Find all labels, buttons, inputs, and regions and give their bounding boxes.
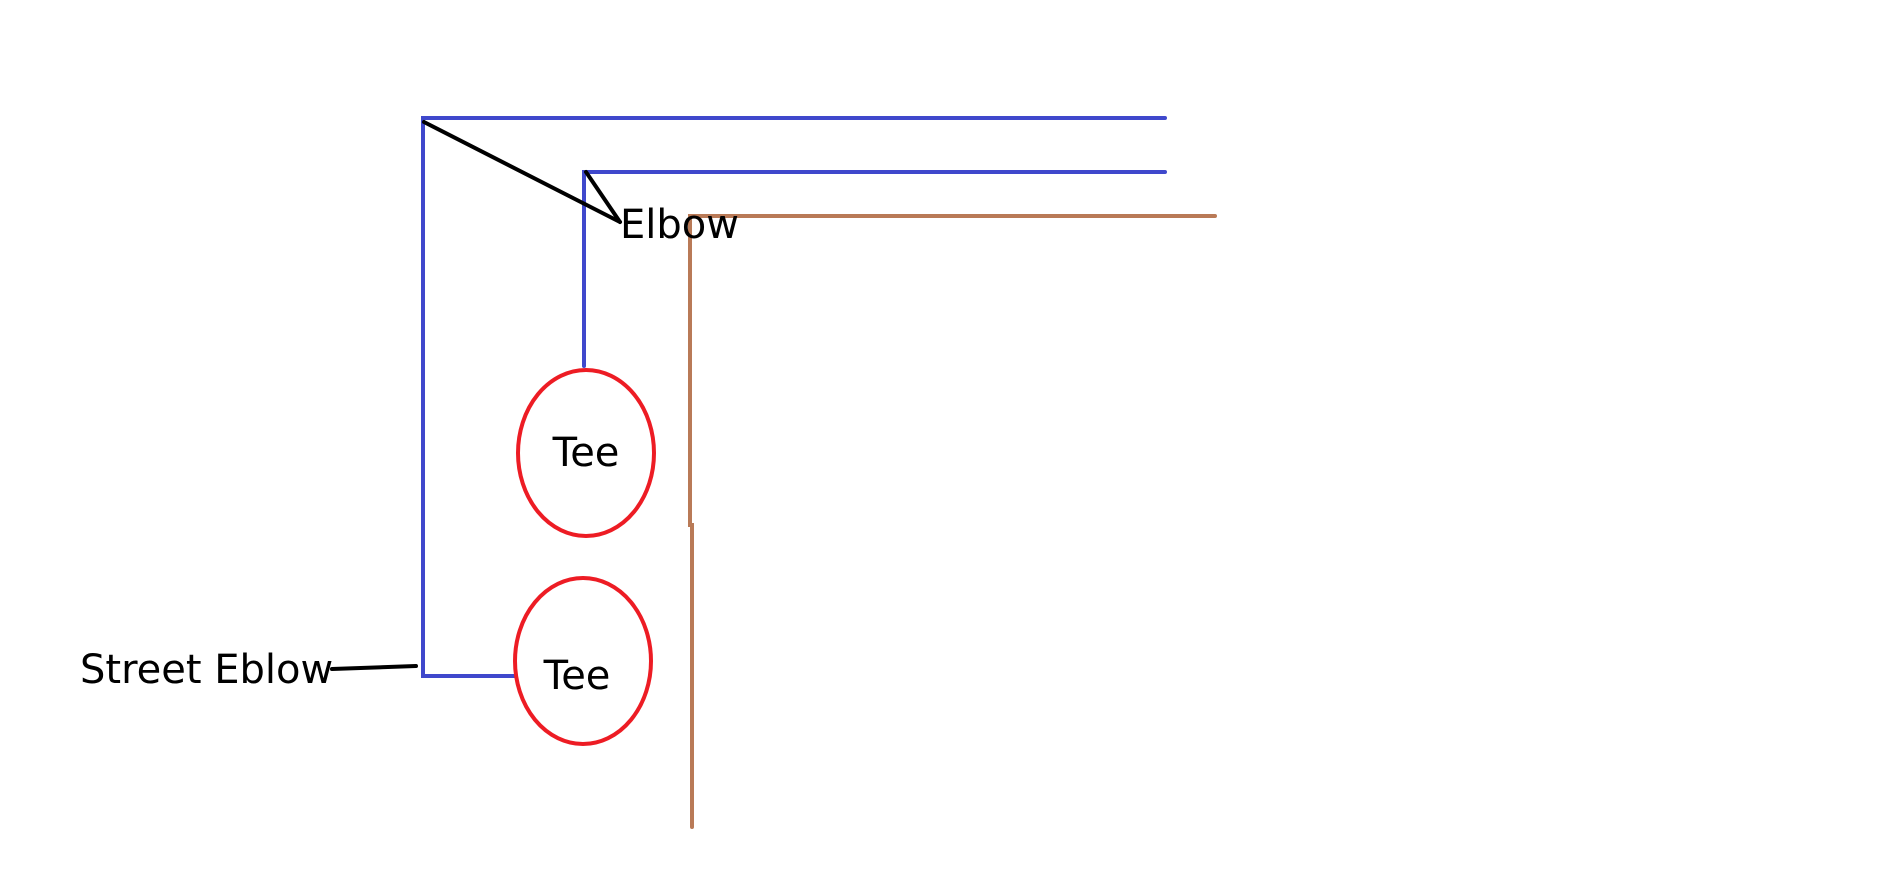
lower-tee-label: Tee	[543, 653, 611, 699]
street-elbow-callout-line	[330, 664, 418, 671]
upper-tee-outline	[516, 368, 656, 538]
street-elbow-label: Street Eblow	[80, 647, 333, 693]
copper-pipe	[688, 214, 1217, 829]
elbow-callout-line-inner	[584, 170, 622, 224]
elbow-label: Elbow	[620, 202, 739, 248]
elbow-callout-line-outer	[422, 120, 622, 224]
outer-blue-pipe	[421, 116, 1167, 678]
lower-tee-outline	[513, 576, 653, 746]
upper-tee-label: Tee	[552, 430, 620, 476]
